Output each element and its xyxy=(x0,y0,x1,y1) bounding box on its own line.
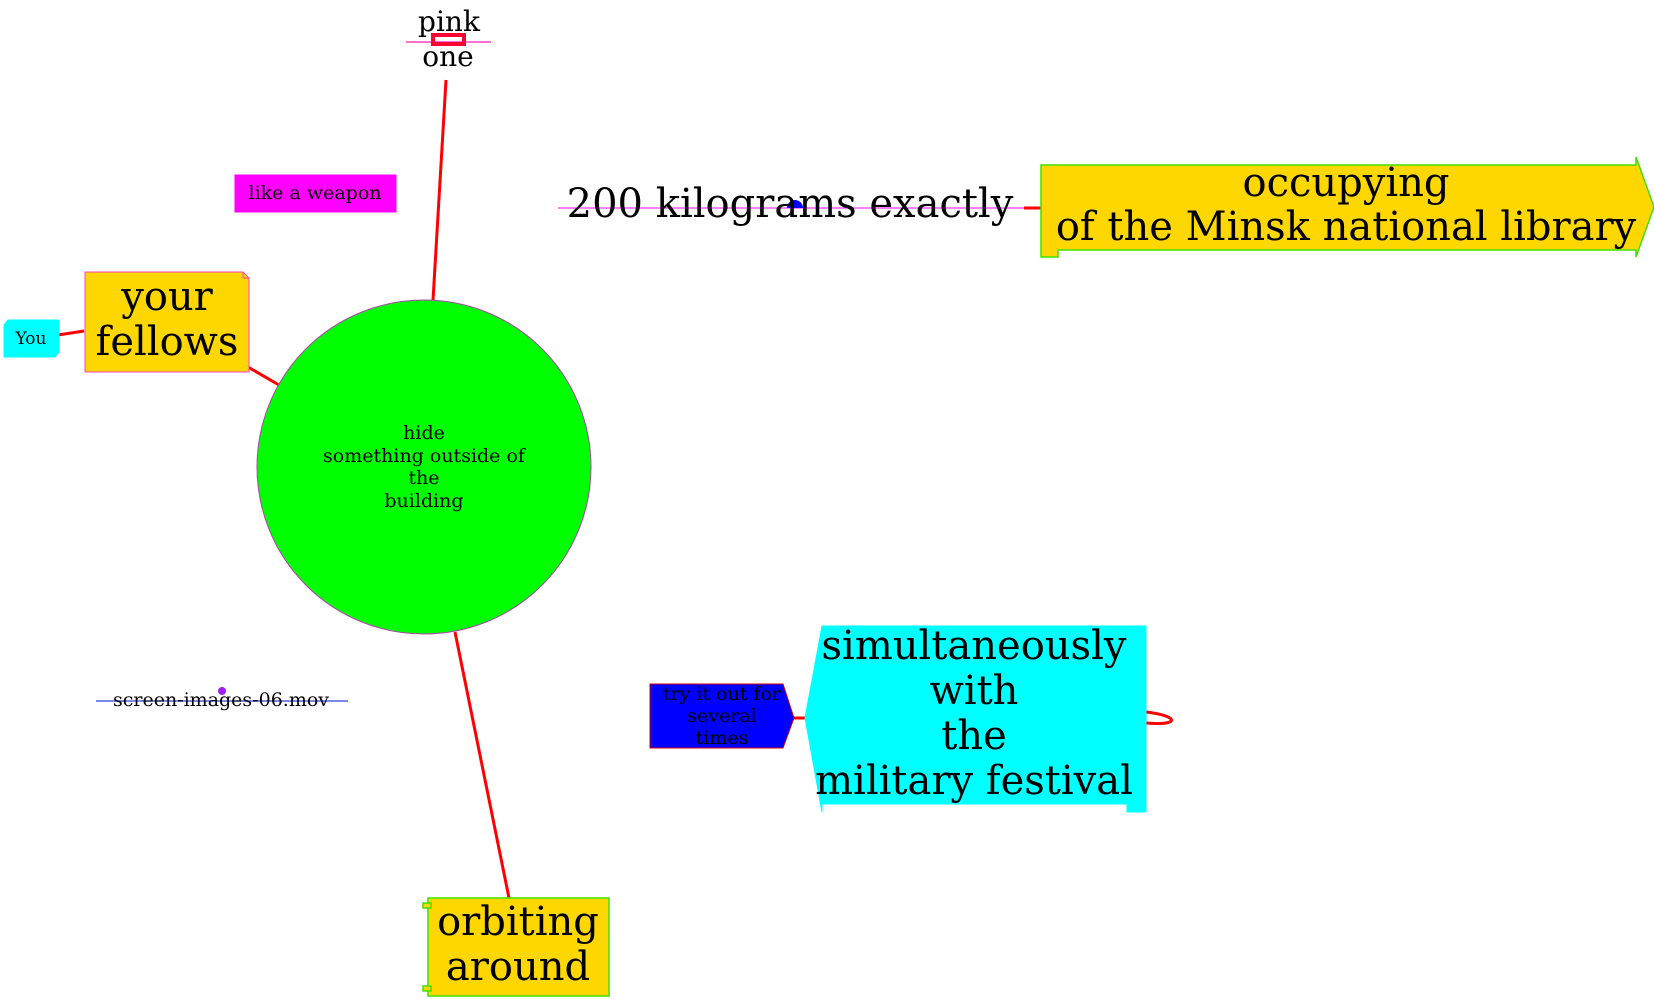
center-label-line-3: the xyxy=(408,467,439,489)
try-it-out-line-3: times xyxy=(696,727,749,749)
simultaneously-line-1: simultaneously xyxy=(822,623,1127,669)
occupying-shape xyxy=(1040,156,1654,258)
kilograms-node[interactable]: 200 kilograms exactly xyxy=(558,181,1024,227)
kilograms-dot xyxy=(787,200,803,208)
center-circle xyxy=(256,299,592,635)
occupying-line-1: occupying xyxy=(1242,160,1449,206)
your-fellows-box xyxy=(84,271,250,373)
your-fellows-line-1: your xyxy=(120,274,213,320)
orbiting-line-1: orbiting xyxy=(437,899,599,945)
your-fellows-line-2: fellows xyxy=(96,319,239,365)
your-fellows-fold xyxy=(242,272,249,279)
simultaneously-node[interactable]: simultaneously with the military festiva… xyxy=(804,623,1147,813)
edge-your-fellows-you xyxy=(57,329,85,337)
center-node[interactable]: hide something outside of the building xyxy=(256,299,592,635)
pink-one-bottom-label: one xyxy=(422,40,473,73)
occupying-node[interactable]: occupying of the Minsk national library xyxy=(1040,156,1654,258)
simultaneously-line-4: military festival xyxy=(815,758,1133,804)
center-label-line-2: something outside of xyxy=(323,445,527,467)
like-a-weapon-label: like a weapon xyxy=(249,182,382,204)
screen-images-label: screen-images-06.mov xyxy=(113,689,329,711)
pink-one-marker xyxy=(431,33,466,46)
simultaneously-line-2: with xyxy=(930,668,1019,714)
you-label: You xyxy=(15,329,47,349)
edge-center-your-fellows xyxy=(247,365,280,387)
occupying-line-2: of the Minsk national library xyxy=(1056,204,1637,250)
center-label-line-1: hide xyxy=(403,422,445,444)
orbiting-box xyxy=(427,897,610,997)
orbiting-node[interactable]: orbiting around xyxy=(422,897,610,997)
edges xyxy=(57,79,1173,899)
edge-center-pink-one xyxy=(431,79,448,301)
like-a-weapon-node[interactable]: like a weapon xyxy=(234,174,397,213)
pink-one-node[interactable]: pink one xyxy=(406,5,491,73)
try-it-out-node[interactable]: try it out for several times xyxy=(649,683,795,749)
orbiting-line-2: around xyxy=(446,944,590,990)
try-it-out-shape xyxy=(649,683,795,749)
center-label-line-4: building xyxy=(384,490,463,512)
try-it-out-line-2: several xyxy=(687,705,756,727)
simultaneously-shape xyxy=(804,625,1147,813)
edge-center-orbiting xyxy=(453,631,511,899)
orbiting-tab-top xyxy=(422,902,432,909)
you-box xyxy=(3,319,60,358)
you-node[interactable]: You xyxy=(3,319,60,358)
pink-one-top-label: pink xyxy=(418,5,481,38)
try-it-out-line-1: try it out for xyxy=(663,683,782,705)
edge-simultaneously-loop xyxy=(1145,710,1173,726)
simultaneously-line-3: the xyxy=(941,713,1007,759)
orbiting-tab-bottom xyxy=(422,985,432,992)
like-a-weapon-box xyxy=(234,174,397,213)
screen-images-node[interactable]: screen-images-06.mov xyxy=(96,687,348,711)
your-fellows-node[interactable]: your fellows xyxy=(84,271,250,373)
screen-images-dot xyxy=(218,687,226,695)
kilograms-label: 200 kilograms exactly xyxy=(567,181,1014,227)
